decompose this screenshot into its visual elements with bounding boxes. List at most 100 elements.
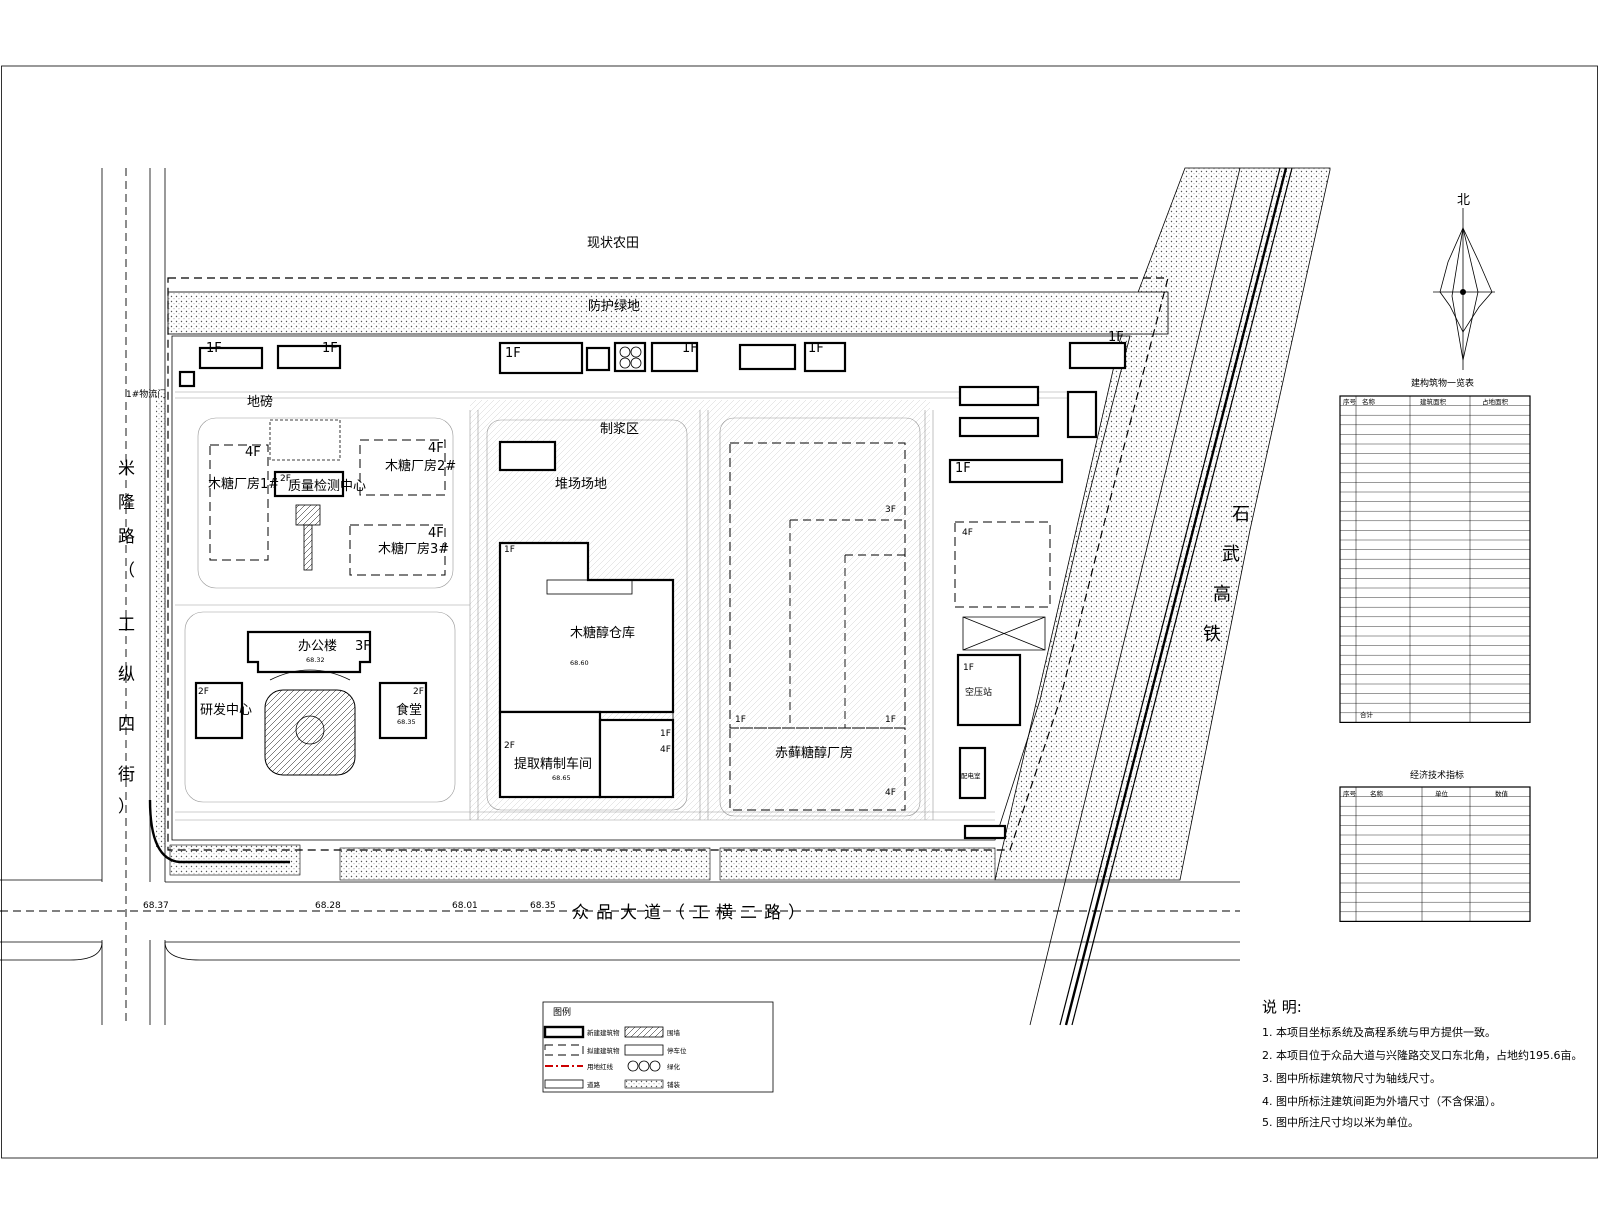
elevation-label: 68.65 — [552, 774, 571, 782]
svg-text:隆: 隆 — [118, 493, 142, 513]
railway-lines — [1029, 167, 1293, 1026]
elevation-label: 68.60 — [570, 659, 589, 667]
building-label: 1F — [504, 545, 515, 555]
floor-tag: 1F — [808, 341, 824, 356]
svg-text:纵: 纵 — [118, 665, 142, 685]
building-label: 空压站 — [965, 686, 992, 698]
building-label: 制浆区 — [600, 422, 639, 437]
south-green-strip-2 — [719, 847, 996, 881]
note-item: 5. 图中所注尺寸均以米为单位。 — [1262, 1115, 1419, 1129]
xylose-plant-buildings — [209, 419, 446, 576]
legend-item: 铺装 — [667, 1080, 681, 1089]
legend — [542, 1001, 774, 1093]
table1-header: 占地面积 — [1482, 397, 1509, 406]
floor-tag: 1F — [955, 461, 971, 476]
floor-tag: 1F — [322, 341, 338, 356]
svg-text:路: 路 — [118, 527, 142, 547]
south-green-strip — [339, 847, 711, 881]
weighbridge-label: 地磅 — [247, 394, 273, 410]
floor-tag: 1F — [505, 346, 521, 361]
svg-text:米: 米 — [118, 459, 142, 479]
building-label: 2F — [504, 741, 515, 751]
table1-header: 序号 — [1343, 397, 1357, 406]
legend-item: 停车位 — [667, 1046, 687, 1055]
railway-buffer-zone — [994, 167, 1331, 881]
note-item: 2. 本项目位于众品大道与兴隆路交叉口东北角，占地约195.6亩。 — [1262, 1048, 1582, 1062]
farmland-label: 现状农田 — [587, 236, 639, 251]
floor-tag: 1F — [885, 715, 896, 725]
svg-text:工: 工 — [118, 615, 142, 635]
notes-title: 说 明: — [1262, 998, 1302, 1016]
building-label: 木糖厂房3# — [378, 541, 449, 557]
building-label: 木糖醇仓库 — [570, 625, 635, 641]
building-label: 办公楼 — [298, 639, 337, 654]
table1-header: 名称 — [1362, 397, 1376, 406]
green-belt-label: 防护绿地 — [588, 298, 640, 314]
site-boundary — [167, 277, 1169, 851]
legend-item: 围墙 — [667, 1028, 681, 1037]
svg-text:铁: 铁 — [1203, 624, 1221, 645]
svg-text:高: 高 — [1213, 584, 1231, 605]
svg-text:石: 石 — [1232, 504, 1250, 525]
floor-tag: 1F — [1108, 330, 1124, 345]
legend-item: 道路 — [587, 1080, 601, 1089]
elevation-point: 68.35 — [530, 901, 556, 911]
floor-tag: 4F — [885, 788, 896, 798]
east-side-buildings — [954, 521, 1051, 840]
building-label: 2F — [413, 687, 424, 697]
elevation-point: 68.01 — [452, 901, 478, 911]
west-road-name: 米 隆 路 （ 工 纵 四 街 ） — [118, 459, 142, 817]
floor-tag: 4F — [962, 528, 973, 538]
table1-header: 建筑面积 — [1420, 397, 1447, 406]
building-label: 1F — [963, 663, 974, 673]
drawing-frame — [1, 65, 1598, 1159]
site-wall — [171, 335, 1131, 841]
south-road-name: 众品大道（工横二路） — [572, 903, 812, 923]
svg-text:四: 四 — [118, 715, 142, 735]
legend-title: 图例 — [553, 1006, 571, 1018]
note-item: 1. 本项目坐标系统及高程系统与甲方提供一致。 — [1262, 1025, 1496, 1039]
svg-text:）: ） — [118, 797, 142, 817]
gate-label: 1#物流门 — [126, 388, 166, 400]
legend-item: 新建建筑物 — [587, 1028, 620, 1037]
legend-item: 绿化 — [667, 1062, 681, 1071]
building-label: 堆场场地 — [555, 477, 607, 492]
svg-text:街: 街 — [118, 765, 142, 785]
floor-tag: 4F — [660, 745, 671, 755]
table2-header: 名称 — [1370, 789, 1384, 798]
railway-name: 石 武 高 铁 — [1203, 504, 1250, 645]
west-road — [101, 168, 290, 1025]
elevation-label: 68.35 — [397, 718, 416, 726]
north-label: 北 — [1457, 193, 1470, 208]
legend-item: 拟建建筑物 — [587, 1046, 620, 1055]
north-green-belt — [167, 291, 1169, 335]
north-arrow — [1433, 208, 1495, 370]
table2-header: 单位 — [1435, 789, 1449, 798]
svg-text:（: （ — [118, 561, 142, 581]
building-label: 木糖厂房1# — [208, 476, 279, 492]
table1-total: 合计 — [1360, 710, 1374, 719]
building-label: 提取精制车间 — [514, 756, 592, 772]
table1-grid — [1339, 395, 1531, 723]
table2-title: 经济技术指标 — [1410, 769, 1464, 781]
floor-tag: 1F — [735, 715, 746, 725]
building-label: 配电室 — [961, 771, 981, 780]
floor-tag: 3F — [885, 505, 896, 515]
central-plant-buildings — [498, 440, 675, 799]
office-cluster — [194, 630, 428, 776]
erythritol-plant — [729, 442, 906, 811]
floor-tag: 1F — [660, 729, 671, 739]
elevation-label: 68.32 — [306, 656, 325, 664]
floor-tag: 1F — [682, 341, 698, 356]
building-label: 木糖厂房2# — [385, 458, 456, 474]
west-green-strip — [156, 392, 166, 847]
south-road — [0, 879, 1240, 961]
svg-text:武: 武 — [1222, 544, 1240, 565]
building-label: 4F — [245, 445, 261, 460]
note-item: 3. 图中所标建筑物尺寸为轴线尺寸。 — [1262, 1071, 1441, 1085]
building-label: 3F — [355, 639, 371, 654]
building-label: 研发中心 — [200, 702, 252, 718]
table2-header: 数值 — [1495, 789, 1509, 798]
building-label: 4F — [428, 441, 444, 456]
